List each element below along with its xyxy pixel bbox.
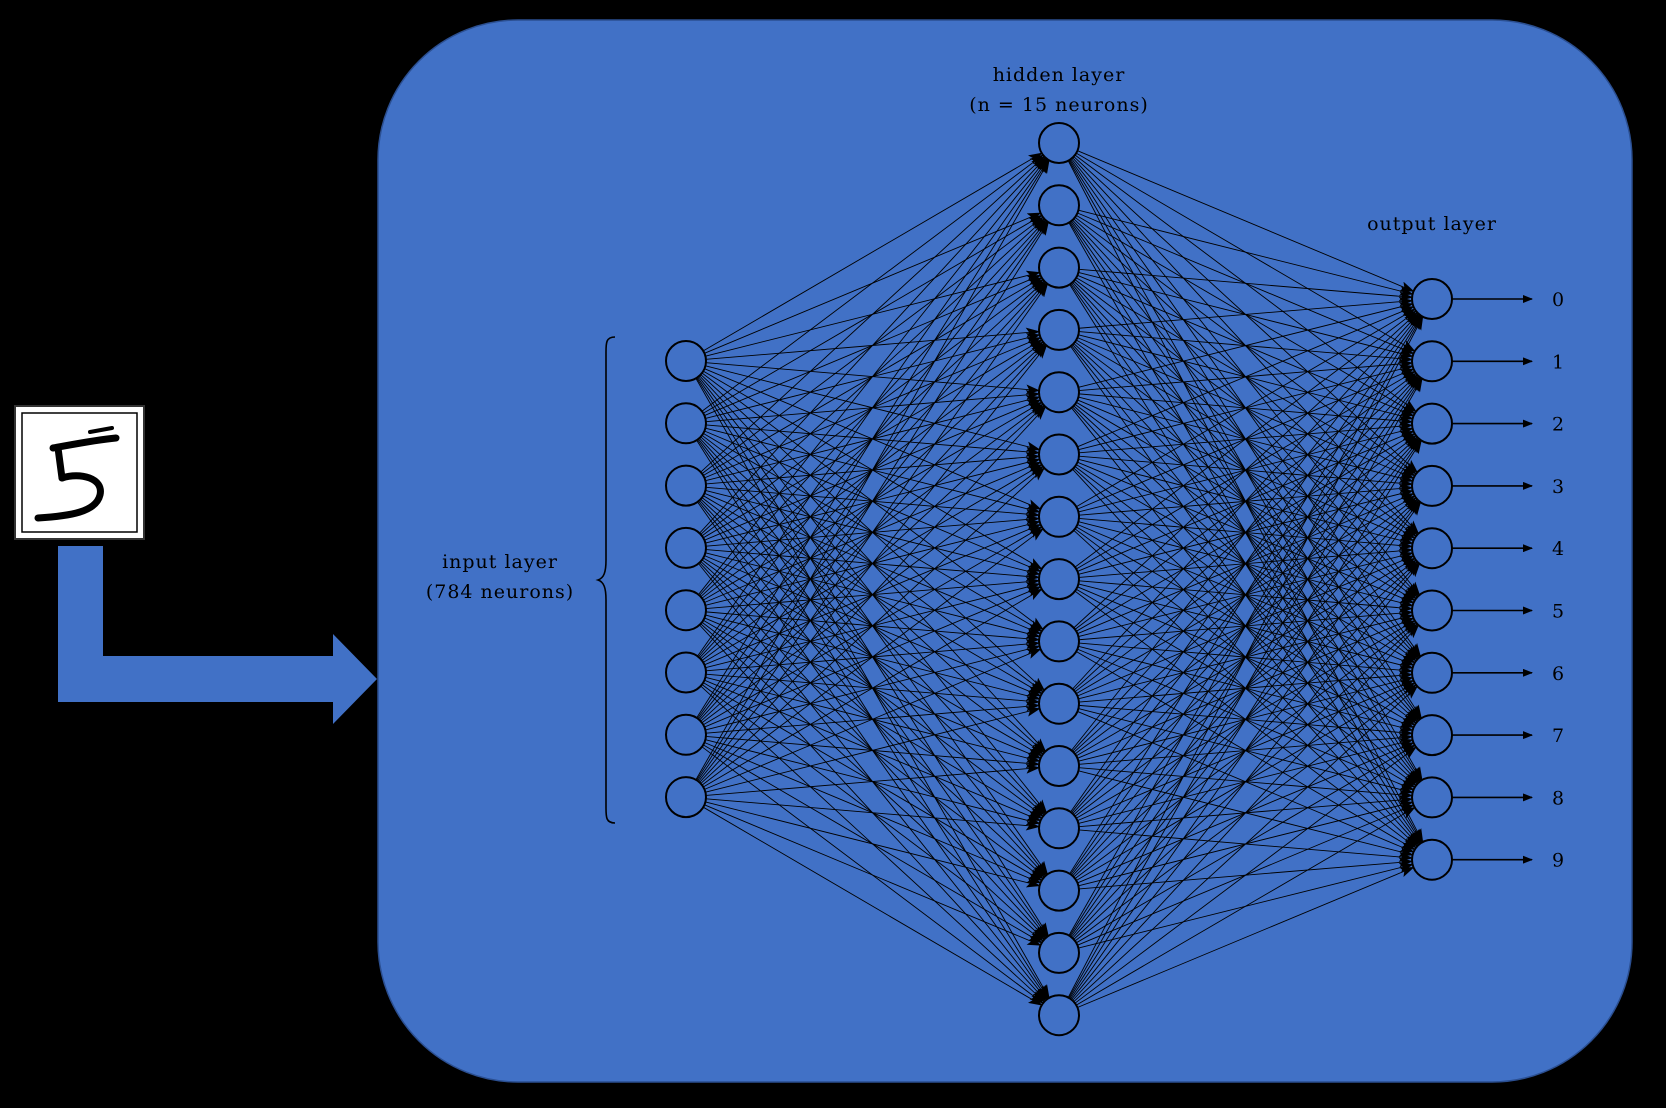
output-label-4: 4 — [1552, 538, 1564, 560]
edge-hidden-output — [1073, 311, 1419, 629]
edge-hidden-output — [1073, 685, 1419, 1003]
edge-hidden-output — [1074, 746, 1417, 1004]
output-labels: 0 1 2 3 4 5 6 7 8 9 — [1552, 289, 1564, 872]
edge-input-hidden — [705, 798, 1041, 831]
input-neuron-1 — [665, 402, 707, 445]
edge-input-hidden — [703, 588, 1043, 788]
input-layer-label: input layer — [442, 551, 558, 573]
input-neuron-3 — [665, 526, 707, 569]
edge-hidden-output — [1069, 439, 1422, 999]
input-layer-neurons — [665, 340, 707, 819]
hidden-neuron-11 — [1038, 807, 1080, 850]
edge-hidden-output — [1078, 268, 1414, 302]
input-neuron-5 — [665, 651, 707, 694]
edge-hidden-output — [1076, 308, 1416, 508]
edge-hidden-output — [1076, 806, 1416, 1006]
input-neuron-7 — [665, 776, 707, 819]
edge-input-hidden — [701, 528, 1044, 786]
edge-input-hidden — [705, 706, 1041, 793]
edge-hidden-output — [1068, 377, 1423, 999]
edge-input-hidden — [700, 155, 1046, 473]
edge-hidden-output — [1077, 866, 1415, 1008]
hidden-neuron-4 — [1038, 371, 1080, 414]
edge-input-hidden — [700, 467, 1046, 784]
edge-hidden-output — [1078, 302, 1414, 388]
output-label-3: 3 — [1552, 476, 1564, 498]
input-layer-brace — [595, 336, 616, 824]
edge-input-hidden — [698, 157, 1048, 595]
hidden-neuron-7 — [1038, 558, 1080, 601]
hidden-neuron-14 — [1038, 994, 1080, 1037]
edge-input-hidden — [696, 221, 1049, 781]
edge-input-hidden — [699, 406, 1047, 783]
edge-input-hidden — [705, 763, 1041, 796]
edge-hidden-output — [1071, 313, 1421, 751]
input-digit-card — [14, 405, 145, 540]
edge-input-hidden — [695, 159, 1050, 780]
edge-input-hidden — [697, 158, 1049, 657]
input-neuron-4 — [665, 589, 707, 632]
edge-hidden-output — [1077, 150, 1415, 292]
edge-hidden-output — [1078, 296, 1414, 329]
edge-input-hidden — [697, 283, 1049, 782]
hidden-neuron-5 — [1038, 433, 1080, 476]
hidden-neuron-3 — [1038, 308, 1080, 351]
hidden-neuron-10 — [1038, 745, 1080, 787]
hidden-neuron-0 — [1038, 122, 1080, 164]
hidden-layer-label: hidden layer — [993, 64, 1126, 86]
input-neuron-2 — [665, 464, 707, 507]
edge-input-hidden — [698, 344, 1048, 782]
edge-input-hidden — [703, 152, 1043, 352]
input-neuron-6 — [665, 713, 707, 756]
hidden-neuron-9 — [1038, 682, 1080, 725]
output-label-5: 5 — [1552, 601, 1564, 623]
output-label-1: 1 — [1552, 351, 1564, 373]
edge-hidden-output — [1070, 501, 1422, 1000]
output-label-8: 8 — [1552, 787, 1564, 809]
hidden-neuron-13 — [1038, 931, 1080, 974]
hidden-neuron-12 — [1038, 869, 1080, 912]
edge-input-hidden — [704, 648, 1042, 790]
output-label-0: 0 — [1552, 289, 1564, 311]
edge-hidden-output — [1069, 315, 1422, 874]
hidden-neuron-2 — [1038, 246, 1080, 289]
edge-hidden-output — [1078, 209, 1414, 296]
hidden-layer-neurons — [1038, 122, 1080, 1037]
edge-input-hidden — [704, 804, 1042, 946]
edge-input-hidden — [703, 806, 1043, 1006]
edges-hidden-to-output — [1067, 150, 1424, 1008]
edge-hidden-output — [1071, 563, 1421, 1000]
edge-input-hidden — [705, 801, 1041, 888]
edge-hidden-output — [1072, 624, 1420, 1001]
edge-hidden-output — [1068, 315, 1423, 936]
hidden-neuron-6 — [1038, 495, 1080, 538]
edge-hidden-output — [1074, 310, 1417, 568]
input-layer-count: (784 neurons) — [426, 581, 574, 603]
output-label-9: 9 — [1552, 850, 1564, 872]
handwritten-digit-5-icon — [34, 426, 120, 522]
edge-hidden-output — [1077, 306, 1415, 448]
edges-input-to-hidden — [695, 152, 1050, 1006]
network-panel — [377, 19, 1633, 1083]
hidden-neuron-1 — [1038, 184, 1080, 227]
edge-input-hidden — [701, 154, 1044, 412]
hidden-layer-count: (n = 15 neurons) — [969, 94, 1149, 116]
output-label-7: 7 — [1552, 725, 1564, 747]
edge-input-hidden — [696, 159, 1049, 719]
hidden-neuron-8 — [1038, 620, 1080, 663]
input-neuron-0 — [665, 340, 707, 382]
output-arrows — [1452, 295, 1533, 864]
output-layer-label: output layer — [1367, 213, 1497, 235]
edge-hidden-output — [1072, 312, 1420, 690]
input-flow-arrow — [58, 546, 377, 724]
edge-hidden-output — [1070, 314, 1422, 813]
edge-input-hidden — [699, 156, 1047, 534]
output-label-2: 2 — [1552, 414, 1564, 436]
edge-hidden-output — [1067, 315, 1424, 998]
output-label-6: 6 — [1552, 663, 1564, 685]
